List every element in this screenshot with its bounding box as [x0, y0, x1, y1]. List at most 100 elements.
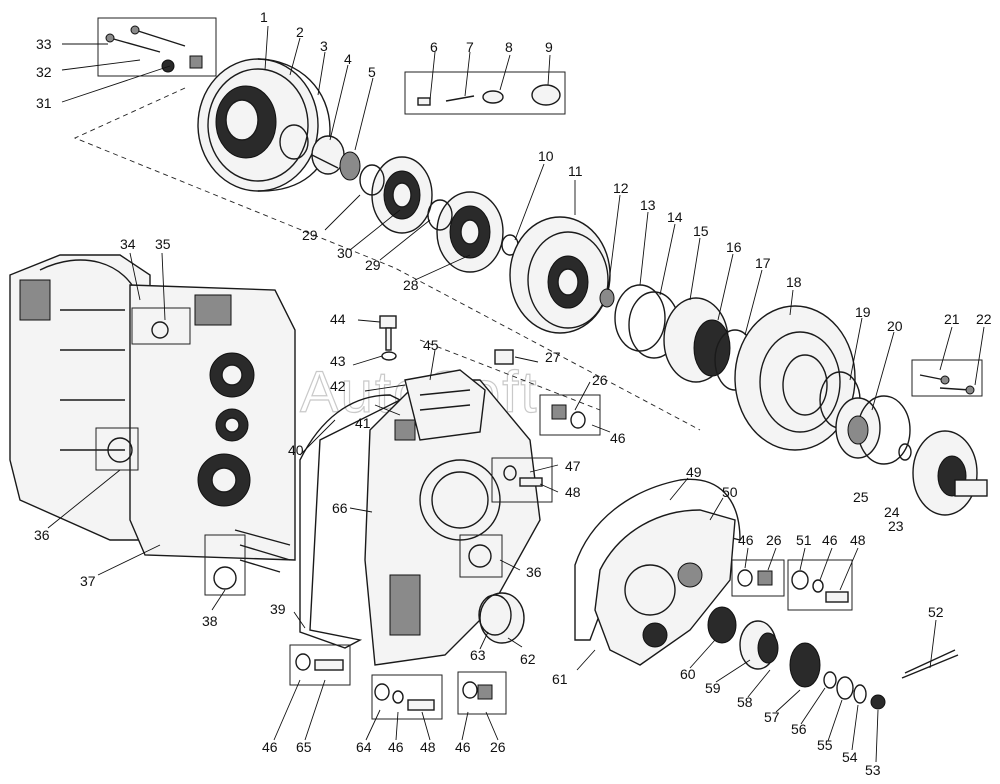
cap-62	[478, 592, 525, 644]
bolt-group-51-48-right	[787, 559, 853, 611]
clutch-rings-13-17	[614, 284, 756, 391]
callout-65: 65	[296, 739, 312, 755]
callout-63: 63	[470, 647, 486, 663]
top-plate-45	[404, 369, 486, 441]
torque-converter-housing	[197, 58, 331, 192]
callout-46e: 46	[388, 739, 404, 755]
callout-34: 34	[120, 236, 136, 252]
leader-lines	[47, 25, 985, 763]
callout-41: 41	[355, 415, 371, 431]
callout-46c: 46	[822, 532, 838, 548]
callout-4: 4	[344, 51, 352, 67]
transmission-housing	[9, 254, 296, 596]
flywheel-18	[734, 305, 856, 451]
turbine-11	[509, 216, 611, 334]
callout-38: 38	[202, 613, 218, 629]
callout-46f: 46	[455, 739, 471, 755]
ring-12	[599, 288, 615, 308]
callout-30: 30	[337, 245, 353, 261]
callout-3: 3	[320, 38, 328, 54]
callout-13: 13	[640, 197, 656, 213]
callout-39: 39	[270, 601, 286, 617]
callout-66: 66	[332, 500, 348, 516]
spring-kit-6-9	[404, 71, 566, 115]
callout-62: 62	[520, 651, 536, 667]
callout-17: 17	[755, 255, 771, 271]
callout-9: 9	[545, 39, 553, 55]
callout-48a: 48	[565, 484, 581, 500]
callout-57: 57	[764, 709, 780, 725]
callout-26: 26	[592, 372, 608, 388]
seal-ring-3	[279, 124, 309, 160]
callout-46a: 46	[610, 430, 626, 446]
callout-5: 5	[368, 64, 376, 80]
callout-16: 16	[726, 239, 742, 255]
bolt-set-31-33	[97, 17, 217, 77]
callout-labels: 1 2 3 4 5 6 7 8 9 10 11 12 13 14 15 16 1…	[34, 9, 992, 778]
callout-25: 25	[853, 489, 869, 505]
callout-22: 22	[976, 311, 992, 327]
bolt-group-46-26-right	[731, 559, 785, 597]
callout-19: 19	[855, 304, 871, 320]
callout-11: 11	[568, 163, 583, 179]
callout-29b: 29	[365, 257, 381, 273]
bolt-44	[379, 315, 397, 361]
callout-44: 44	[330, 311, 346, 327]
callout-49: 49	[686, 464, 702, 480]
housing-50	[594, 509, 736, 666]
callout-56: 56	[791, 721, 807, 737]
callout-18: 18	[786, 274, 802, 290]
callout-36: 36	[34, 527, 50, 543]
callout-51: 51	[796, 532, 812, 548]
seal-ring-36	[459, 534, 503, 578]
callout-32: 32	[36, 64, 52, 80]
callout-60: 60	[680, 666, 696, 682]
callout-48c: 48	[420, 739, 436, 755]
callout-43: 43	[330, 353, 346, 369]
callout-27: 27	[545, 349, 561, 365]
callout-26c: 26	[490, 739, 506, 755]
bolt-group-26-46	[539, 394, 601, 436]
callout-7: 7	[466, 39, 474, 55]
callout-6: 6	[430, 39, 438, 55]
callout-40: 40	[288, 442, 304, 458]
cable-52	[901, 649, 959, 679]
callout-55: 55	[817, 737, 833, 753]
plug-27	[494, 349, 514, 365]
callout-2: 2	[296, 24, 304, 40]
callout-42: 42	[330, 378, 346, 394]
discs-19-25	[819, 371, 912, 465]
callout-28: 28	[403, 277, 419, 293]
callout-59: 59	[705, 680, 721, 696]
stator-28	[436, 191, 504, 273]
callout-29: 29	[302, 227, 318, 243]
callout-46d: 46	[262, 739, 278, 755]
callout-47: 47	[565, 458, 581, 474]
callout-33: 33	[36, 36, 52, 52]
callout-36b: 36	[526, 564, 542, 580]
callout-64: 64	[356, 739, 372, 755]
output-flange-23	[912, 430, 988, 516]
callout-35: 35	[155, 236, 171, 252]
callout-50: 50	[722, 484, 738, 500]
callout-58: 58	[737, 694, 753, 710]
callout-21: 21	[944, 311, 960, 327]
callout-1: 1	[260, 9, 268, 25]
callout-14: 14	[667, 209, 683, 225]
callout-20: 20	[887, 318, 903, 334]
bolt-group-47-48	[491, 457, 553, 503]
callout-10: 10	[538, 148, 554, 164]
pump-wheel-30	[371, 156, 433, 234]
cover-gasket-40	[299, 394, 402, 649]
callout-31: 31	[36, 95, 52, 111]
sleeve-4	[311, 135, 361, 181]
rings-29	[359, 164, 453, 231]
callout-23: 23	[888, 518, 904, 534]
bottom-bolt-groups	[289, 644, 507, 720]
callout-53: 53	[865, 762, 881, 778]
callout-61: 61	[552, 671, 568, 687]
callout-12: 12	[613, 180, 629, 196]
callout-52: 52	[928, 604, 944, 620]
callout-15: 15	[693, 223, 709, 239]
